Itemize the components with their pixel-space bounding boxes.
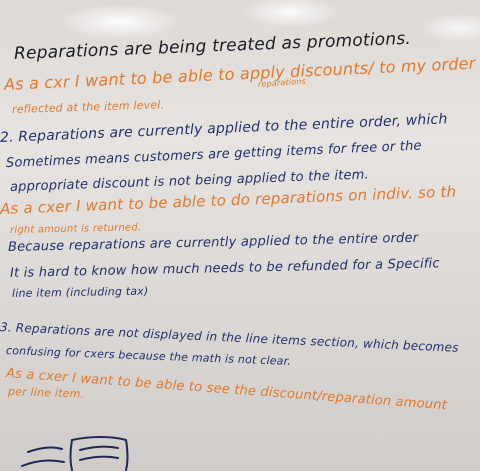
doodle-sketch [21, 436, 129, 471]
